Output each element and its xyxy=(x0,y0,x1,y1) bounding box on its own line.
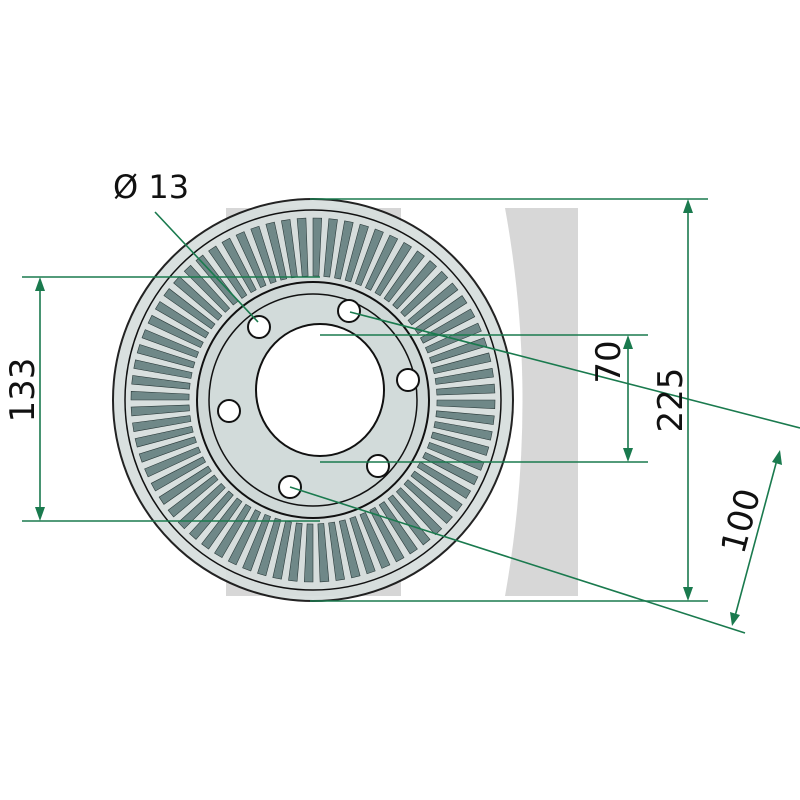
vent-tooth xyxy=(359,512,391,569)
watermark-bar-right xyxy=(505,208,578,596)
vent-tooth xyxy=(177,482,226,530)
bolt-holes xyxy=(217,299,420,499)
vent-tooth xyxy=(317,523,330,583)
dim-line-100 xyxy=(733,455,779,621)
vent-tooth xyxy=(214,503,252,559)
vent-tooth xyxy=(434,368,494,385)
vent-tooth xyxy=(312,217,323,277)
vent-tooth xyxy=(189,490,234,540)
vent-tooth xyxy=(328,521,345,581)
vent-tooth xyxy=(235,231,267,288)
dimension-lines xyxy=(22,198,800,634)
vent-tooth xyxy=(416,461,472,499)
vent-tooth xyxy=(154,301,210,339)
outer-disc-inner-edge xyxy=(124,209,502,591)
vent-tooth xyxy=(167,474,219,518)
vent-tooth xyxy=(435,410,495,425)
vent-tooth xyxy=(374,241,412,297)
arrow-100-bottom xyxy=(730,612,740,626)
vent-tooth xyxy=(130,390,190,401)
vent-tooth xyxy=(147,314,204,348)
vent-tooth xyxy=(433,421,493,441)
vent-tooth xyxy=(349,516,376,575)
vent-tooth xyxy=(383,250,425,303)
vent-tooth xyxy=(400,270,449,318)
vent-tooth xyxy=(422,452,479,486)
vent-tooth xyxy=(163,288,216,330)
bolt-hole xyxy=(396,368,420,392)
bolt-hole xyxy=(366,454,390,478)
vent-tooth xyxy=(344,223,369,283)
ext-line-100-bottom xyxy=(289,486,746,634)
vent-tooth xyxy=(201,497,243,550)
vent-tooth xyxy=(158,465,212,505)
bolt-hole xyxy=(337,299,361,323)
vent-tooth xyxy=(436,383,496,396)
center-bore xyxy=(255,323,385,457)
arrow-100-top xyxy=(772,450,782,465)
vent-tooth xyxy=(265,221,288,281)
vent-tooth xyxy=(338,519,361,579)
bolt-hole xyxy=(247,315,271,339)
arrow-225-bottom xyxy=(683,587,693,601)
vent-tooth xyxy=(288,522,303,582)
label-pitch-circle-diameter: 100 xyxy=(714,485,769,558)
vent-tooth xyxy=(395,487,443,536)
vent-tooth xyxy=(133,359,193,379)
vent-tooth xyxy=(430,431,490,456)
arrow-133-bottom xyxy=(35,507,45,521)
vent-tooth xyxy=(410,470,463,512)
vent-tooth xyxy=(221,237,257,294)
vent-tooth xyxy=(150,456,207,492)
vent-tooth xyxy=(378,501,418,555)
bolt-hole xyxy=(217,399,241,423)
vent-tooth xyxy=(436,399,496,410)
dimension-arrowheads xyxy=(35,199,782,626)
vent-tooth xyxy=(131,375,191,390)
vent-tooth xyxy=(432,352,492,375)
label-hole-diameter: Ø 13 xyxy=(113,168,189,206)
ext-line-100-top xyxy=(349,311,800,429)
vent-tooth xyxy=(144,446,201,478)
vent-tooth xyxy=(392,260,437,310)
vent-tooth xyxy=(132,415,192,432)
vent-tooth xyxy=(250,225,277,284)
vent-tooth xyxy=(365,234,399,291)
vent-tooth xyxy=(334,220,354,280)
vent-tooth xyxy=(323,218,338,278)
brake-disc xyxy=(112,198,514,602)
vent-tooth xyxy=(141,329,199,358)
vent-tooth xyxy=(387,494,431,546)
label-inner-ring-diameter: 133 xyxy=(3,358,43,423)
ventilation-teeth xyxy=(130,217,496,583)
vent-tooth xyxy=(414,295,468,335)
vent-tooth xyxy=(403,479,453,524)
vent-tooth xyxy=(257,517,282,577)
vent-tooth xyxy=(303,523,314,583)
vent-tooth xyxy=(407,282,459,326)
vent-tooth xyxy=(427,442,485,471)
vent-tooth xyxy=(138,436,197,463)
vent-tooth xyxy=(136,344,196,369)
vent-tooth xyxy=(355,228,384,286)
vent-tooth xyxy=(227,509,261,566)
vent-tooth xyxy=(369,506,405,563)
arrow-133-top xyxy=(35,277,45,291)
vent-tooth xyxy=(130,404,190,417)
vent-tooth xyxy=(208,245,248,299)
leader-line-diameter-13 xyxy=(154,211,259,323)
label-hole-spacing: 70 xyxy=(589,340,629,383)
label-outer-diameter: 225 xyxy=(651,368,691,433)
arrow-70-bottom xyxy=(623,448,633,462)
vent-tooth xyxy=(242,514,271,572)
arrow-225-top xyxy=(683,199,693,213)
arrow-70-top xyxy=(623,335,633,349)
vent-tooth xyxy=(134,425,194,448)
